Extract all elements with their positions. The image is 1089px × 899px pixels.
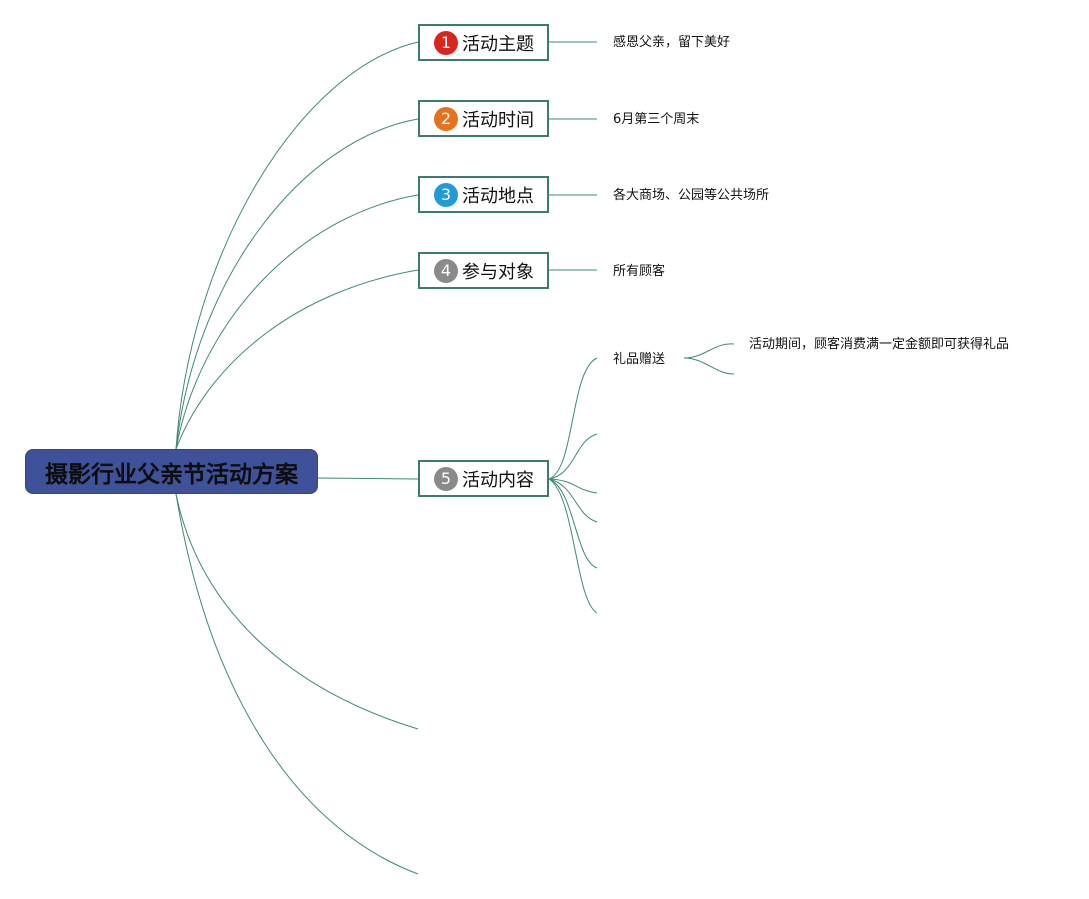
connector-root-empty-2: [175, 493, 419, 875]
topic-activity-content[interactable]: 5 活动内容: [418, 460, 549, 497]
connector-root-topic-4: [175, 269, 419, 450]
connector-root-topic-2: [175, 118, 419, 450]
topic-label: 活动内容: [462, 469, 534, 491]
topic-label: 活动地点: [462, 185, 534, 207]
subtopic-gift-detail[interactable]: 活动期间，顾客消费满一定金额即可获得礼品: [749, 337, 1010, 352]
topic-label: 活动时间: [462, 109, 534, 131]
connector-topic-5-empty-4: [548, 478, 598, 523]
connector-topic-5-empty-6: [548, 478, 598, 614]
connector-topic-5-sub-1: [548, 357, 598, 480]
connector-sub-detail-1: [683, 343, 735, 359]
topic-detail-participants[interactable]: 所有顾客: [613, 264, 666, 279]
connector-topic-5-empty-2: [548, 433, 598, 480]
topic-label: 参与对象: [462, 261, 534, 283]
number-5-badge-icon: 5: [434, 466, 458, 491]
topic-activity-location[interactable]: 3 活动地点: [418, 176, 549, 213]
topic-detail-location[interactable]: 各大商场、公园等公共场所: [613, 188, 770, 203]
connector-root-topic-3: [175, 194, 419, 450]
central-topic-label: 摄影行业父亲节活动方案: [45, 461, 298, 488]
number-1-badge-icon: 1: [434, 30, 458, 55]
connector-root-topic-1: [175, 41, 419, 450]
central-topic[interactable]: 摄影行业父亲节活动方案: [25, 449, 318, 494]
topic-activity-time[interactable]: 2 活动时间: [418, 100, 549, 137]
subtopic-gift-giving[interactable]: 礼品赠送: [613, 352, 666, 367]
connector-root-empty-1: [175, 493, 419, 730]
topic-participants[interactable]: 4 参与对象: [418, 252, 549, 289]
topic-activity-theme[interactable]: 1 活动主题: [418, 24, 549, 61]
topic-label: 活动主题: [462, 33, 534, 55]
connector-root-topic-5: [317, 477, 419, 480]
number-4-badge-icon: 4: [434, 258, 458, 283]
number-2-badge-icon: 2: [434, 106, 458, 131]
topic-detail-theme[interactable]: 感恩父亲，留下美好: [613, 35, 731, 50]
connector-topic-5-empty-5: [548, 478, 598, 569]
connector-topic-5-empty-3: [548, 478, 598, 494]
connector-sub-detail-2: [683, 357, 735, 375]
number-3-badge-icon: 3: [434, 182, 458, 207]
topic-detail-time[interactable]: 6月第三个周末: [613, 112, 700, 127]
